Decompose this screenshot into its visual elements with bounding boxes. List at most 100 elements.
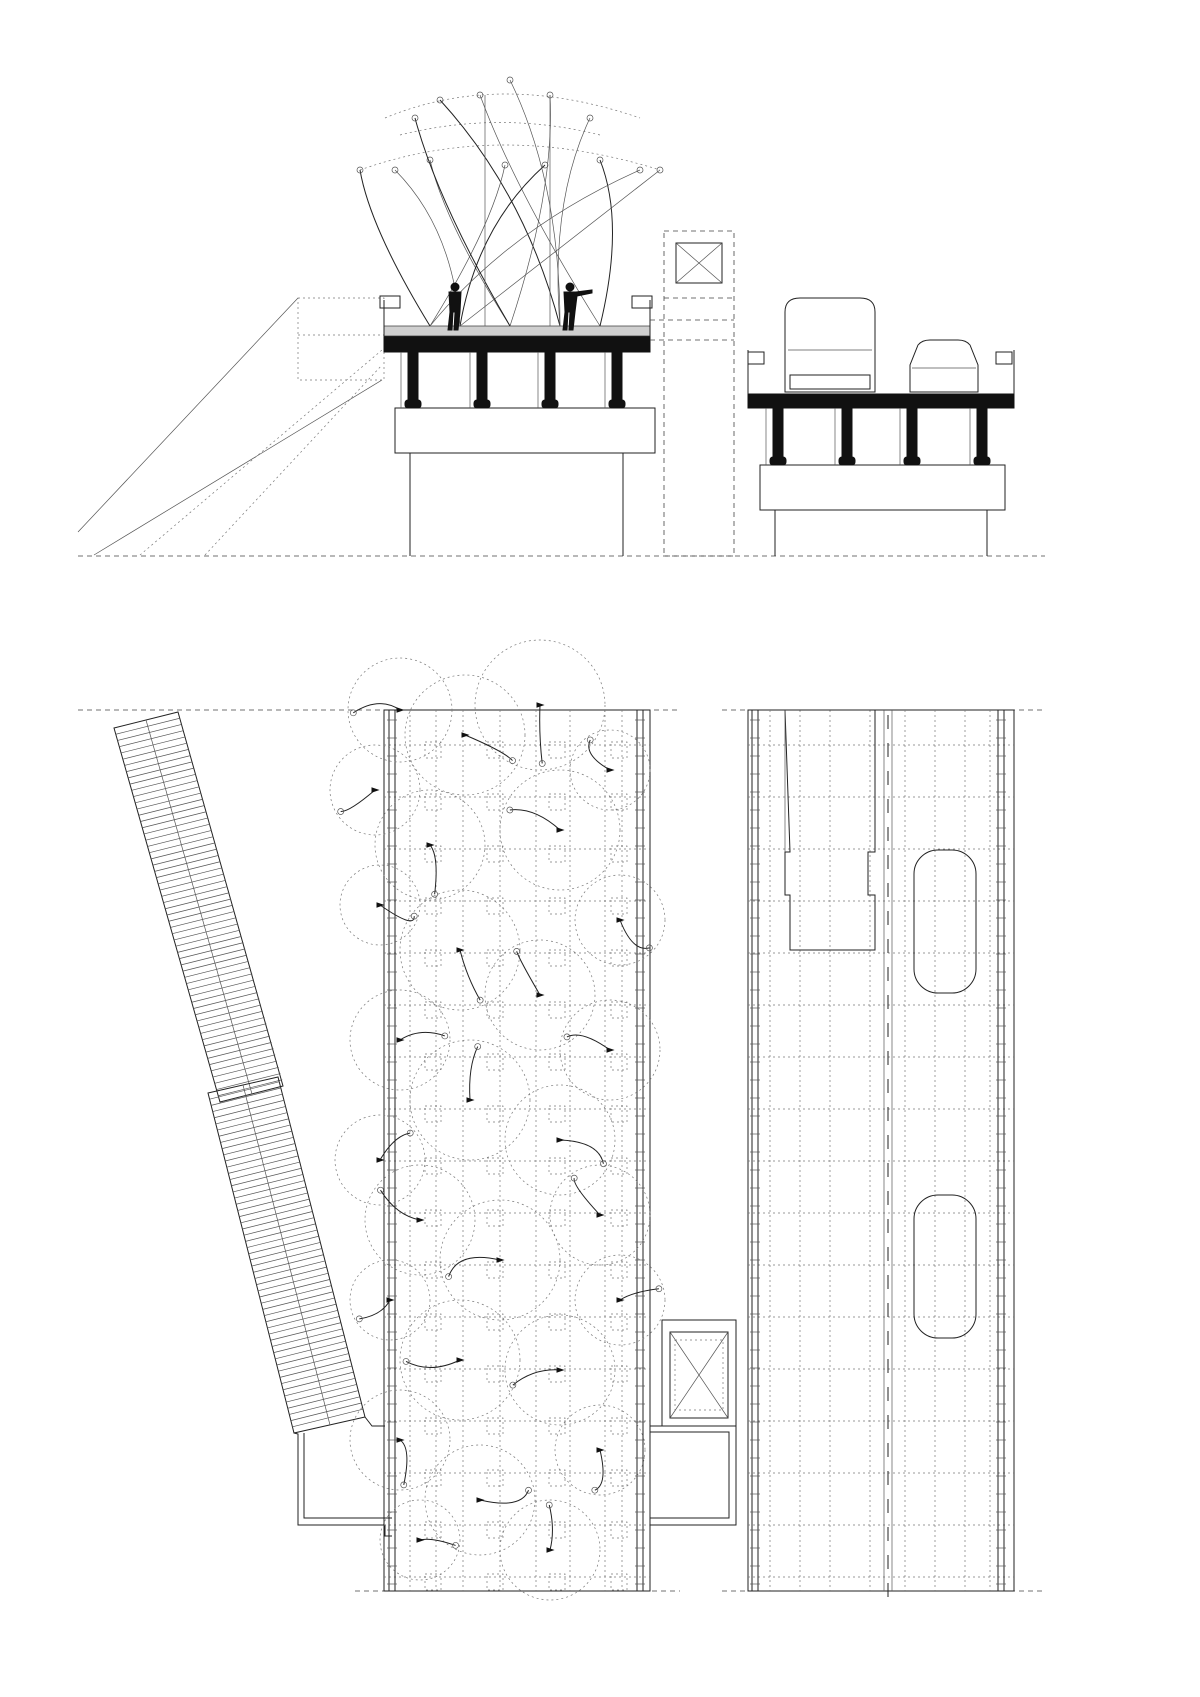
footbridge-column-base-1 [404,399,422,409]
car-plan-2 [913,1194,977,1339]
canopy-plan-branch-18 [573,1178,601,1216]
canopy-plan-circle-2 [474,639,606,771]
canopy-branch-6 [429,164,506,327]
cross-section-view [77,76,1045,557]
footbridge-column-1 [407,351,419,403]
canopy-plan-branch-7 [509,809,561,831]
canopy-plan-circle-26 [424,1444,536,1556]
canopy-plan-branch-11 [516,951,541,996]
canopy-plan-circle-3 [404,674,526,796]
canopy-plan-branch-15 [559,1139,604,1164]
roadbridge-column-1 [772,407,784,459]
canopy-plan-circle-28 [379,1499,461,1581]
canopy-node-11 [636,166,644,174]
roadbridge-column-base-4 [973,456,991,466]
footbridge-column-4 [611,351,623,403]
canopy-node-5 [476,91,484,99]
canopy-plan-circle-27 [499,1499,601,1601]
canopy-plan-branch-17 [380,1189,421,1221]
canopy-node-13 [411,114,419,122]
footbridge-column-base-4 [608,399,626,409]
canopy-node-4 [436,96,444,104]
canopy-node-14 [506,76,514,84]
footbridge-pier [394,407,656,556]
canopy-node-10 [596,156,604,164]
roadbridge-column-2 [841,407,853,459]
canopy-plan-branch-10 [459,949,481,1001]
canopy-node-7 [541,161,549,169]
canopy-plan-circle-4 [329,744,421,836]
footbridge-plan [383,709,651,1592]
roadbridge-deck [747,350,1015,409]
canopy-plan-branch-24 [399,1439,408,1485]
canopy-branch-10 [599,159,613,327]
footbridge-deck [379,295,653,353]
canopy-plan-circle-8 [339,864,421,946]
canopy-plan-circle-13 [559,999,661,1101]
footbridge-column-2 [476,351,488,403]
canopy-plan-branch-20 [359,1299,391,1320]
canopy-plan-circle-11 [484,939,596,1051]
canopy-branch-8 [509,94,551,327]
canopy-plan-branch-21 [619,1288,659,1301]
canopy-plan-branch-9 [619,919,650,949]
canopy-branch-12 [459,169,661,327]
canopy-arc-mid [399,122,601,136]
tree-canopy-plan [329,639,666,1601]
truck-section [784,297,876,393]
roadbridge-column-base-2 [838,456,856,466]
canopy-plan-circle-21 [574,1254,666,1346]
canopy-plan-circle-9 [574,874,666,966]
truck-plan [784,709,876,951]
canopy-plan-circle-23 [504,1314,616,1426]
canopy-plan-branch-14 [469,1046,479,1101]
canopy-plan-branch-28 [419,1538,456,1546]
canopy-branch-11 [429,169,641,327]
canopy-plan-branch-13 [566,1034,611,1051]
canopy-plan-branch-25 [594,1449,604,1491]
roadbridge-pier [759,464,1006,556]
footbridge-column-base-2 [473,399,491,409]
escalator-lower-plan [207,1076,366,1434]
canopy-plan-branch-19 [448,1256,501,1277]
tree-canopy-structure [356,76,664,327]
canopy-plan-branch-2 [539,704,543,764]
canopy-plan-circle-19 [439,1199,561,1321]
canopy-plan-circle-24 [349,1389,451,1491]
canopy-plan-circle-22 [399,1299,521,1421]
canopy-plan-circle-10 [399,889,521,1011]
canopy-branch-14 [509,79,561,327]
canopy-plan-circle-15 [504,1084,616,1196]
canopy-node-9 [586,114,594,122]
canopy-branch-7 [459,164,546,327]
canopy-plan-branch-12 [399,1031,445,1041]
canopy-plan-circle-6 [374,789,486,901]
canopy-plan-branch-23 [512,1369,561,1386]
canopy-plan-branch-3 [464,734,513,761]
canopy-branch-13 [414,117,511,327]
canopy-branch-1 [359,169,431,327]
escalator-ramp-section [77,297,385,556]
footbridge-columns [400,351,626,409]
human-figure-pointing [562,282,593,331]
escalator-upper-plan [113,711,284,1103]
canopy-node-12 [656,166,664,174]
elevator-plan [661,1319,737,1427]
canopy-plan-branch-6 [429,844,437,895]
canopy-plan-circle-20 [349,1259,431,1341]
canopy-plan-circle-1 [347,657,453,763]
footbridge-column-3 [544,351,556,403]
canopy-plan-circle-14 [409,1039,531,1161]
roadbridge-column-4 [976,407,988,459]
plan-view [78,639,1045,1601]
canopy-plan-circle-12 [349,989,451,1091]
canopy-plan-branch-1 [353,703,401,714]
canopy-node-2 [391,166,399,174]
roadbridge-column-3 [906,407,918,459]
canopy-arc-top [384,93,641,119]
roadbridge-columns [765,407,991,466]
canopy-node-6 [501,161,509,169]
canopy-branch-9 [557,117,591,327]
